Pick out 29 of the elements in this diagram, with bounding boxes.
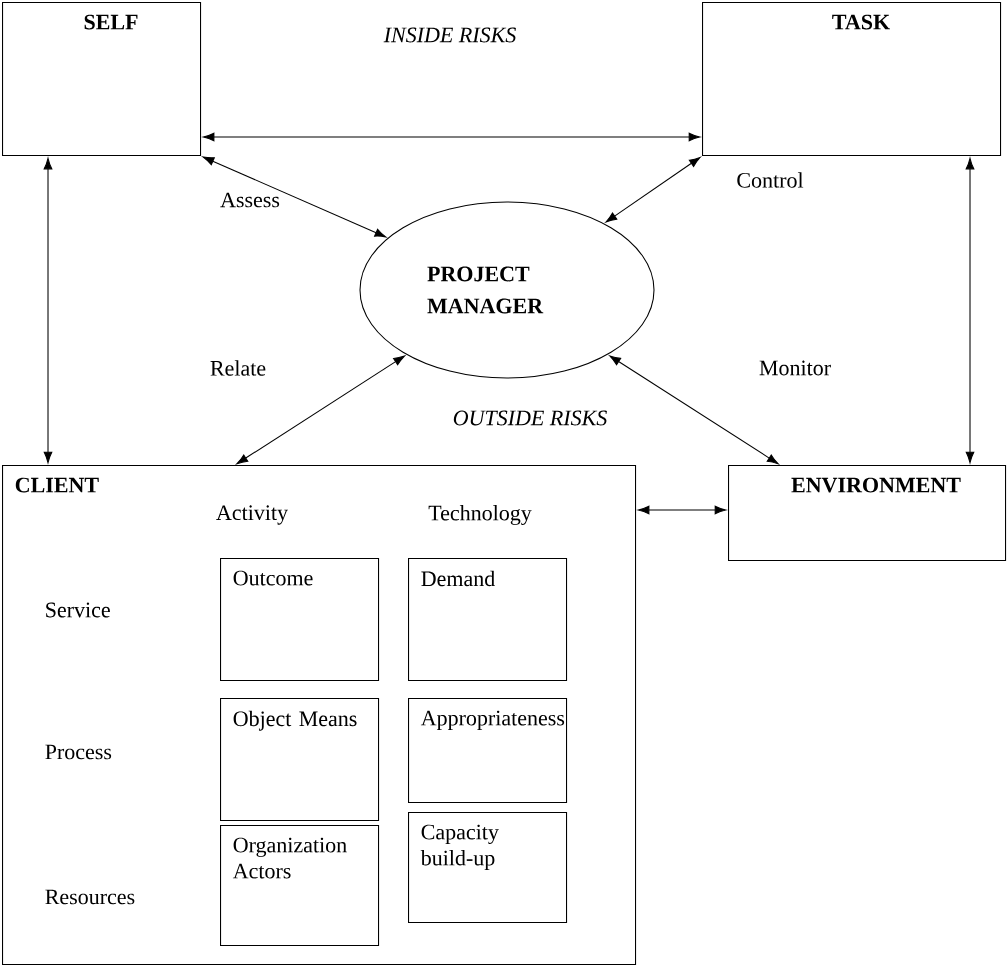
arrow bbox=[609, 355, 779, 465]
arrow bbox=[965, 157, 975, 464]
arrow bbox=[236, 355, 405, 465]
edge-label: Assess bbox=[220, 192, 280, 208]
edge-label: Monitor bbox=[759, 360, 831, 376]
box: Outcome bbox=[220, 558, 380, 682]
label: Activity bbox=[216, 505, 288, 525]
edge-label: Control bbox=[737, 172, 804, 188]
box: ENVIRONMENT bbox=[728, 465, 1007, 562]
arrow bbox=[202, 156, 387, 238]
ellipse-node: PROJECT MANAGER bbox=[359, 201, 655, 379]
arrow bbox=[605, 156, 701, 223]
edge-label: Relate bbox=[210, 360, 266, 376]
box: Object Means bbox=[220, 698, 380, 822]
box: SELF bbox=[2, 2, 202, 157]
label: INSIDE RISKS bbox=[383, 27, 516, 43]
label: Process bbox=[45, 744, 112, 760]
box: Demand bbox=[408, 558, 568, 682]
arrow bbox=[637, 505, 727, 515]
label: Service bbox=[46, 602, 110, 618]
box: Capacity build-up bbox=[408, 812, 568, 924]
box: TASK bbox=[702, 2, 1002, 157]
box: Appropriateness bbox=[408, 698, 568, 804]
label: OUTSIDE RISKS bbox=[453, 410, 607, 426]
box: Organization Actors bbox=[220, 825, 380, 947]
label: Resources bbox=[45, 889, 135, 905]
label: Technology bbox=[428, 505, 532, 525]
arrow bbox=[43, 157, 53, 464]
arrow bbox=[202, 132, 701, 142]
